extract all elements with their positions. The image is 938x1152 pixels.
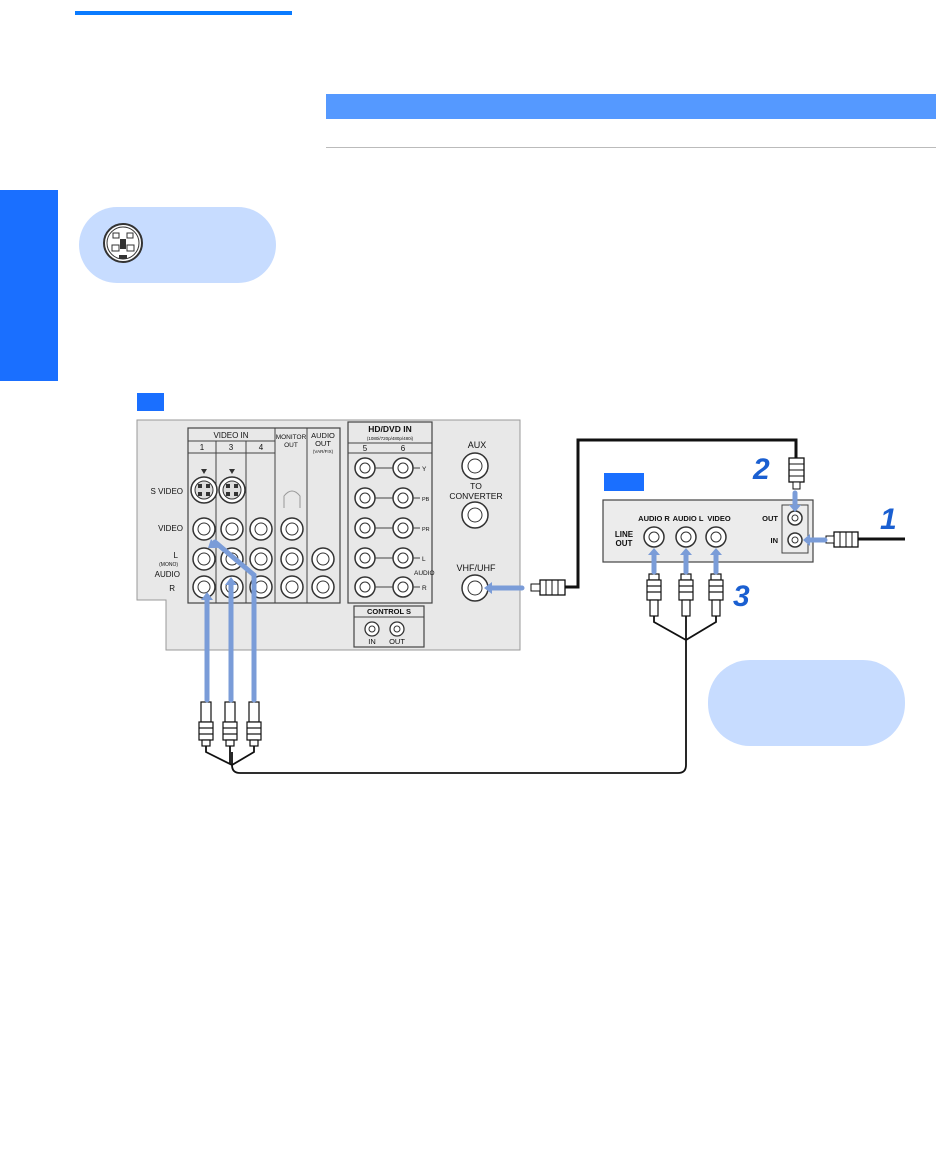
aux-label: AUX (468, 440, 487, 450)
rf-connector-vcr-out (788, 457, 805, 490)
right-row-label: R (169, 584, 175, 593)
tv-marker (137, 393, 164, 411)
av-cable (231, 616, 717, 774)
monitor-label: MONITOR (276, 434, 307, 441)
video-row-label: VIDEO (158, 524, 183, 533)
tv-rca-plugs (198, 701, 262, 747)
to-label: TO (470, 481, 482, 491)
audio-out-varfix: (VAR/FIX) (313, 449, 334, 454)
converter-label: CONVERTER (449, 491, 502, 501)
line-label: LINE (615, 530, 634, 539)
video-in-section (187, 427, 341, 604)
chapter-side-tab (0, 190, 58, 381)
hd-audio-label: AUDIO (414, 570, 435, 577)
hd-audio-r-label: R (422, 585, 427, 592)
hd-number-5: 5 (363, 444, 368, 453)
step-3-number: 3 (733, 580, 750, 613)
component-pr-label: PR (422, 527, 430, 533)
step-2-number: 2 (752, 453, 770, 486)
left-row-label: L (174, 551, 179, 560)
component-y-label: Y (422, 466, 427, 473)
vcr-rca-plugs (646, 573, 724, 617)
hd-dvd-formats-label: (1080i/720p/480p/480i) (367, 436, 414, 441)
control-s-section (353, 605, 425, 648)
top-accent-rule (75, 11, 292, 15)
s-video-connector-icon (103, 223, 143, 263)
rf-connector-vcr-in (825, 531, 859, 548)
hd-dvd-in-section (347, 421, 433, 604)
line-out-label: OUT (616, 539, 633, 548)
vhf-uhf-label: VHF/UHF (457, 563, 496, 573)
section-header-bar (326, 94, 936, 119)
vcr-audio-r-label: AUDIO R (638, 514, 670, 523)
hd-audio-l-label: L (422, 556, 426, 563)
vcr-audio-l-label: AUDIO L (673, 514, 704, 523)
monitor-out-label: OUT (284, 442, 298, 449)
jack-number-4: 4 (259, 443, 264, 452)
jack-number-1: 1 (200, 443, 205, 452)
section-divider (326, 147, 936, 148)
s-video-label: S VIDEO (151, 487, 183, 496)
mono-label: (MONO) (159, 562, 178, 568)
vcr-in-label: IN (771, 536, 779, 545)
s-video-jack-3[interactable] (218, 476, 246, 504)
s-video-jack-1[interactable] (190, 476, 218, 504)
video-in-label: VIDEO IN (213, 431, 248, 440)
control-s-in-label: IN (368, 637, 376, 646)
rf-cable-tv-to-vcr (565, 438, 798, 589)
hd-dvd-in-label: HD/DVD IN (368, 424, 411, 434)
audio-out-label: AUDIO (311, 431, 335, 440)
rf-connector-tv (530, 579, 566, 596)
vcr-marker (604, 473, 644, 491)
note-callout-2 (708, 660, 905, 746)
connection-arrows (204, 490, 828, 703)
control-s-label: CONTROL S (367, 607, 411, 616)
component-pb-label: PB (422, 497, 430, 503)
step-1-number: 1 (880, 503, 897, 536)
audio-row-label: AUDIO (155, 570, 180, 579)
vcr-out-label: OUT (762, 514, 778, 523)
jack-number-3: 3 (229, 443, 234, 452)
control-s-out-label: OUT (389, 637, 405, 646)
vcr-video-label: VIDEO (707, 514, 731, 523)
hd-number-6: 6 (401, 444, 406, 453)
audio-out-label-2: OUT (315, 439, 331, 448)
